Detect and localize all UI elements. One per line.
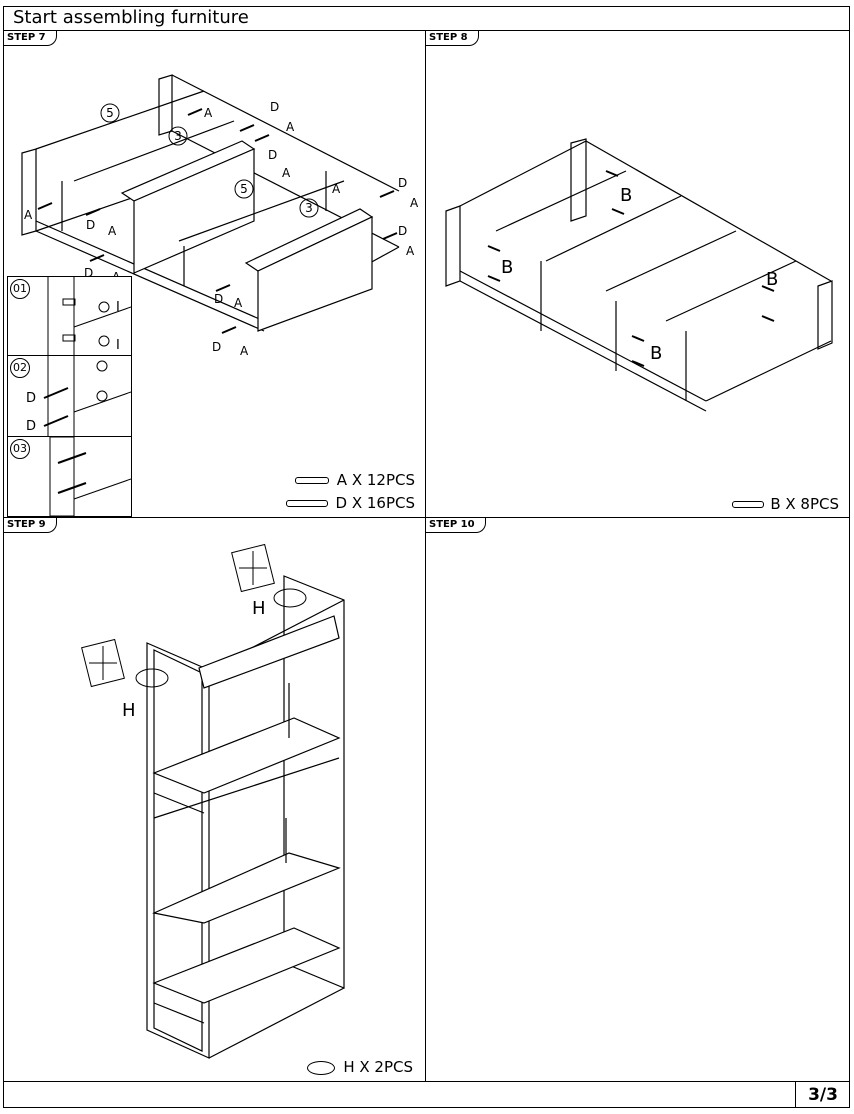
step-8-diagram: B B B B <box>445 138 833 412</box>
step-10-label: STEP 10 <box>426 518 486 533</box>
part-a-line: A X 12PCS <box>294 471 415 489</box>
part-h-quantity: H X 2PCS <box>343 1058 413 1076</box>
sub-step-02: 02 D D <box>7 355 132 437</box>
board-3-label: 3 <box>305 201 313 215</box>
step-7-panel: STEP 7 <box>3 30 426 518</box>
callout-a: A <box>282 166 291 180</box>
bolt-detail-diagram: D D <box>26 356 131 436</box>
step-8-panel: STEP 8 <box>425 30 850 518</box>
part-d-quantity: D X 16PCS <box>335 494 416 512</box>
screw-a-icon <box>294 477 329 484</box>
tighten-detail-diagram <box>49 437 131 516</box>
callout-a: A <box>406 244 415 258</box>
callout-i: I <box>116 338 120 353</box>
board-3-label: 3 <box>174 129 182 143</box>
callout-d: D <box>398 224 407 238</box>
callout-d: D <box>212 340 221 354</box>
screw-b-icon <box>732 501 765 508</box>
callout-d: D <box>26 419 36 434</box>
cam-detail-diagram: I I <box>47 277 131 355</box>
part-d-line: D X 16PCS <box>285 494 416 512</box>
callout-d: D <box>214 292 223 306</box>
sub-step-01: 01 I I <box>7 276 132 356</box>
callout-i: I <box>116 300 120 315</box>
callout-h: H <box>252 598 266 619</box>
part-a-quantity: A X 12PCS <box>336 471 415 489</box>
callout-h: H <box>122 700 136 721</box>
part-h-line: H X 2PCS <box>307 1058 413 1076</box>
callout-a: A <box>108 224 117 238</box>
step-7-label: STEP 7 <box>4 31 57 46</box>
step-9-panel: STEP 9 H H <box>3 517 426 1082</box>
part-b-quantity: B X 8PCS <box>770 495 839 513</box>
callout-a: A <box>410 196 419 210</box>
cam-h-icon <box>307 1060 336 1075</box>
page-title: Start assembling furniture <box>13 7 249 28</box>
sub-step-number: 02 <box>10 358 30 378</box>
callout-a: A <box>286 120 295 134</box>
sub-step-03: 03 <box>7 436 132 517</box>
callout-b: B <box>620 185 632 206</box>
step-9-diagram: H H <box>81 543 345 1059</box>
sub-step-number: 01 <box>10 279 30 299</box>
callout-b: B <box>650 343 662 364</box>
board-5-label: 5 <box>240 182 248 196</box>
title-bar: Start assembling furniture <box>3 6 850 31</box>
callout-a: A <box>240 344 249 358</box>
sub-step-number: 03 <box>10 439 30 459</box>
callout-d: D <box>84 266 93 280</box>
callout-d: D <box>86 218 95 232</box>
callout-d: D <box>26 391 36 406</box>
callout-d: D <box>270 100 279 114</box>
callout-a: A <box>24 208 33 222</box>
page-number: 3/3 <box>795 1082 850 1108</box>
callout-d: D <box>268 148 277 162</box>
callout-d: D <box>398 176 407 190</box>
step-10-panel: STEP 10 <box>425 517 850 1082</box>
callout-a: A <box>332 182 341 196</box>
board-5-label: 5 <box>106 106 114 120</box>
step-9-label: STEP 9 <box>4 518 57 533</box>
callout-b: B <box>766 269 778 290</box>
callout-a: A <box>204 106 213 120</box>
step-8-label: STEP 8 <box>426 31 479 46</box>
callout-b: B <box>501 257 513 278</box>
step-7-diagram: A D A D A A D A D A A D A D A D A D A <box>21 74 419 358</box>
callout-a: A <box>234 296 243 310</box>
part-b-line: B X 8PCS <box>732 495 839 513</box>
footer-bar: 3/3 <box>3 1081 850 1108</box>
screw-d-icon <box>285 500 328 507</box>
